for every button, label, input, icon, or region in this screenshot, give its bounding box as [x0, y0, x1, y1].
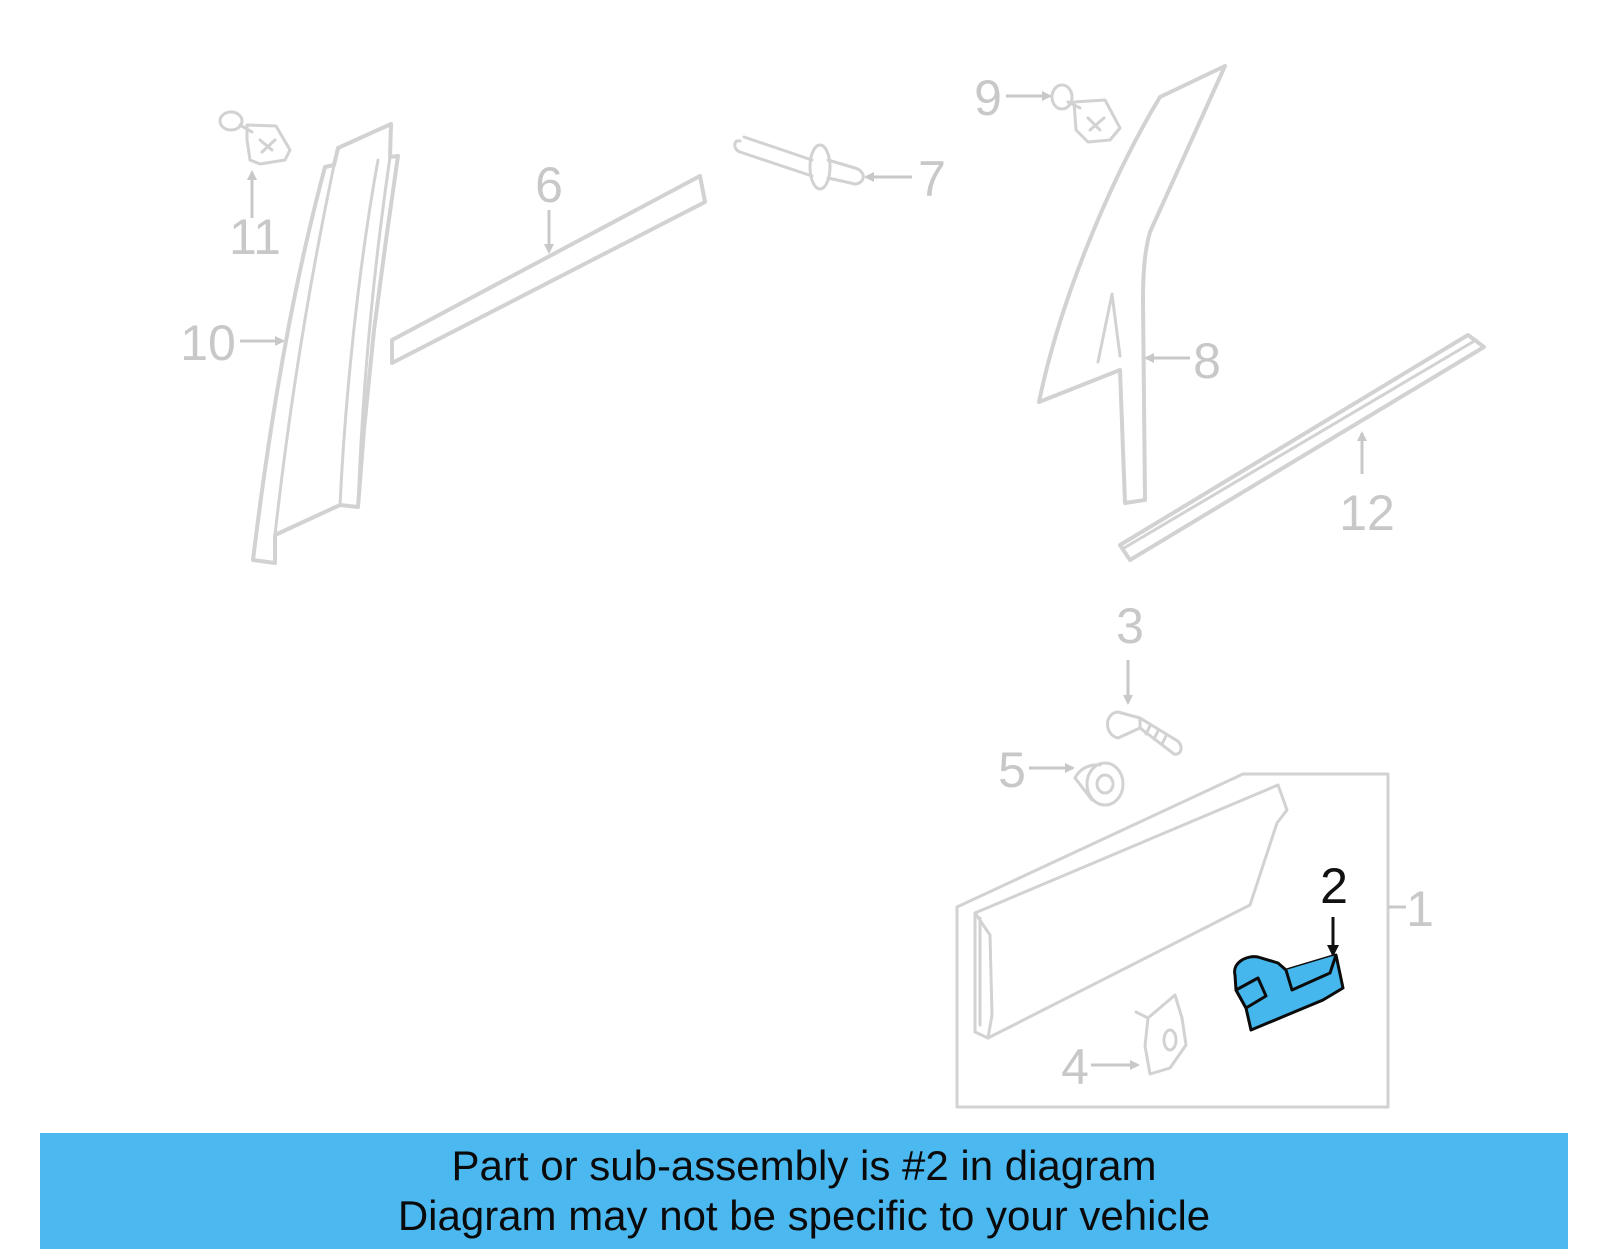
banner-line-part-info: Part or sub-assembly is #2 in diagram	[451, 1142, 1157, 1189]
callout-4: 4	[1061, 1039, 1089, 1095]
part-7-rivet	[733, 135, 865, 191]
callout-3: 3	[1116, 598, 1144, 654]
callout-8: 8	[1193, 333, 1221, 389]
callout-10: 10	[180, 315, 236, 371]
part-5-grommet	[1073, 761, 1125, 807]
banner-line-disclaimer: Diagram may not be specific to your vehi…	[397, 1192, 1211, 1239]
callout-arrows	[240, 91, 1406, 1070]
part-6-molding-strip	[390, 174, 707, 365]
callout-5: 5	[998, 742, 1026, 798]
callout-1: 1	[1406, 881, 1434, 937]
part-9-clip	[1050, 83, 1122, 144]
part-3-bolt	[1106, 710, 1183, 756]
callout-2: 2	[1320, 858, 1348, 914]
part-4-clip	[1134, 993, 1188, 1076]
callout-9: 9	[974, 70, 1002, 126]
callout-6: 6	[535, 157, 563, 213]
callout-11: 11	[229, 209, 281, 265]
info-banner: Part or sub-assembly is #2 in diagram Di…	[40, 1133, 1568, 1249]
part-8-door-applique	[1037, 64, 1227, 505]
part-1-door-molding	[973, 783, 1289, 1040]
part-11-clip	[218, 110, 292, 166]
callout-7: 7	[918, 151, 946, 207]
part-10-pillar-applique	[251, 122, 400, 565]
callout-12: 12	[1339, 485, 1395, 541]
part-12-weatherstrip	[1118, 333, 1486, 562]
part-2-highlighted-component	[1233, 953, 1345, 1032]
part-1-assembly-frame	[955, 772, 1390, 1109]
